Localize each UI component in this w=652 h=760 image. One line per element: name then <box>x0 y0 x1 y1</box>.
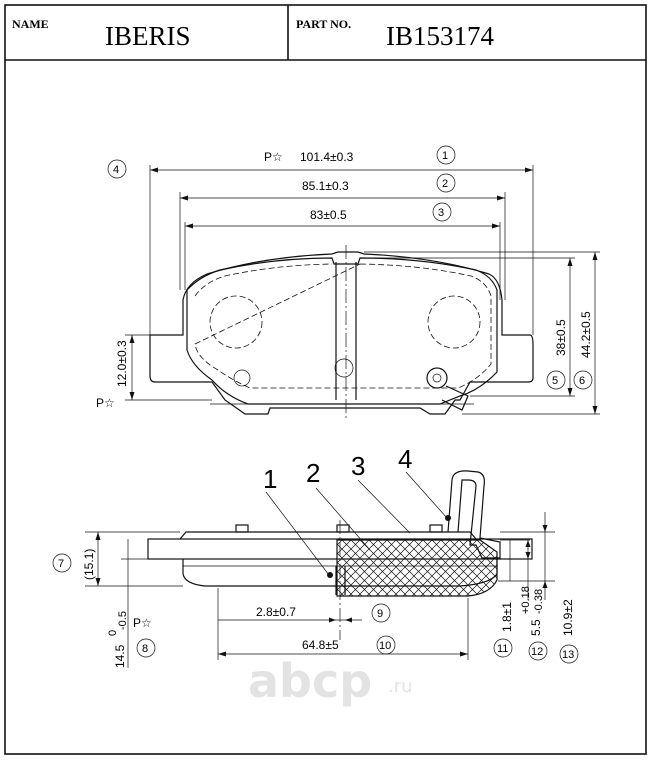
dim-plate-length: 85.1±0.3 <box>302 179 349 193</box>
marker-12: 12 <box>531 646 543 658</box>
marker-2: 2 <box>442 178 448 190</box>
top-dimensions: P☆ 101.4±0.3 85.1±0.3 83±0.5 12.0±0.3 P☆… <box>96 150 600 415</box>
dim-pad-thickness-tol-upper: 0 <box>107 630 119 636</box>
dim-overall-length: 101.4±0.3 <box>300 150 354 164</box>
dim-pad-thickness-tol-lower: -0.5 <box>117 611 129 630</box>
wear-indicator-side <box>447 470 501 559</box>
friction-outline <box>186 257 498 405</box>
callout-2: 2 <box>306 458 320 488</box>
wear-indicator-clip <box>426 367 448 389</box>
dim-ear-height: 12.0±0.3 <box>115 340 129 387</box>
callout-1: 1 <box>263 464 277 494</box>
marker-5: 5 <box>552 375 558 387</box>
marker-11: 11 <box>497 643 508 655</box>
marker-6: 6 <box>579 375 585 387</box>
side-dimensions: (15.1) 7 14.5 0 -0.5 P☆ 8 2.8±0.7 9 64.8… <box>52 512 579 668</box>
marker-1: 1 <box>442 150 448 162</box>
pad-side-view <box>147 470 533 640</box>
dim-overall-height: 44.2±0.5 <box>579 311 593 358</box>
watermark: abcp .ru <box>248 654 413 708</box>
dim-friction-length: 83±0.5 <box>310 208 347 222</box>
p-star-top: P☆ <box>264 150 283 164</box>
title-block: NAME IBERIS PART NO. IB153174 <box>5 5 646 61</box>
dim-wear-clip-position: 64.8±5 <box>302 638 339 652</box>
dim-total-thickness: (15.1) <box>82 549 96 580</box>
name-label: NAME <box>12 17 49 31</box>
pad-top-view <box>149 245 534 420</box>
part-number: IB153174 <box>386 21 495 51</box>
dim-slot-width: 2.8±0.7 <box>256 605 296 619</box>
marker-8: 8 <box>142 643 148 655</box>
dim-plate-thickness: 5.5 <box>529 619 543 636</box>
marker-3: 3 <box>438 207 444 219</box>
dim-plate-thickness-tol-lower: -0.38 <box>533 589 545 614</box>
sheet-border <box>4 4 647 755</box>
marker-7: 7 <box>58 558 64 570</box>
callout-3: 3 <box>351 451 365 481</box>
marker-13: 13 <box>562 649 574 661</box>
p-star-side: P☆ <box>133 616 152 630</box>
watermark-text: abcp <box>248 654 372 708</box>
marker-4: 4 <box>113 164 119 176</box>
part-no-label: PART NO. <box>296 17 351 31</box>
p-star-left: P☆ <box>96 396 115 410</box>
brand-name: IBERIS <box>105 21 191 51</box>
dim-lining-thickness: 10.9±2 <box>561 599 575 636</box>
wear-area-outline <box>194 263 492 389</box>
dim-pad-thickness: 14.5 <box>113 644 127 668</box>
dim-plate-thickness-tol-upper: +0.18 <box>520 586 532 614</box>
dim-friction-height: 38±0.5 <box>554 319 568 356</box>
callout-4: 4 <box>398 444 412 474</box>
friction-section-hatch <box>336 539 498 597</box>
watermark-suffix: .ru <box>388 676 413 697</box>
marker-10: 10 <box>379 640 391 652</box>
part-callouts: 1 2 3 4 <box>263 444 448 576</box>
top-markers: 4 1 2 3 5 6 <box>107 145 593 390</box>
dim-clearance: 1.8±1 <box>500 602 514 632</box>
marker-9: 9 <box>377 608 383 620</box>
